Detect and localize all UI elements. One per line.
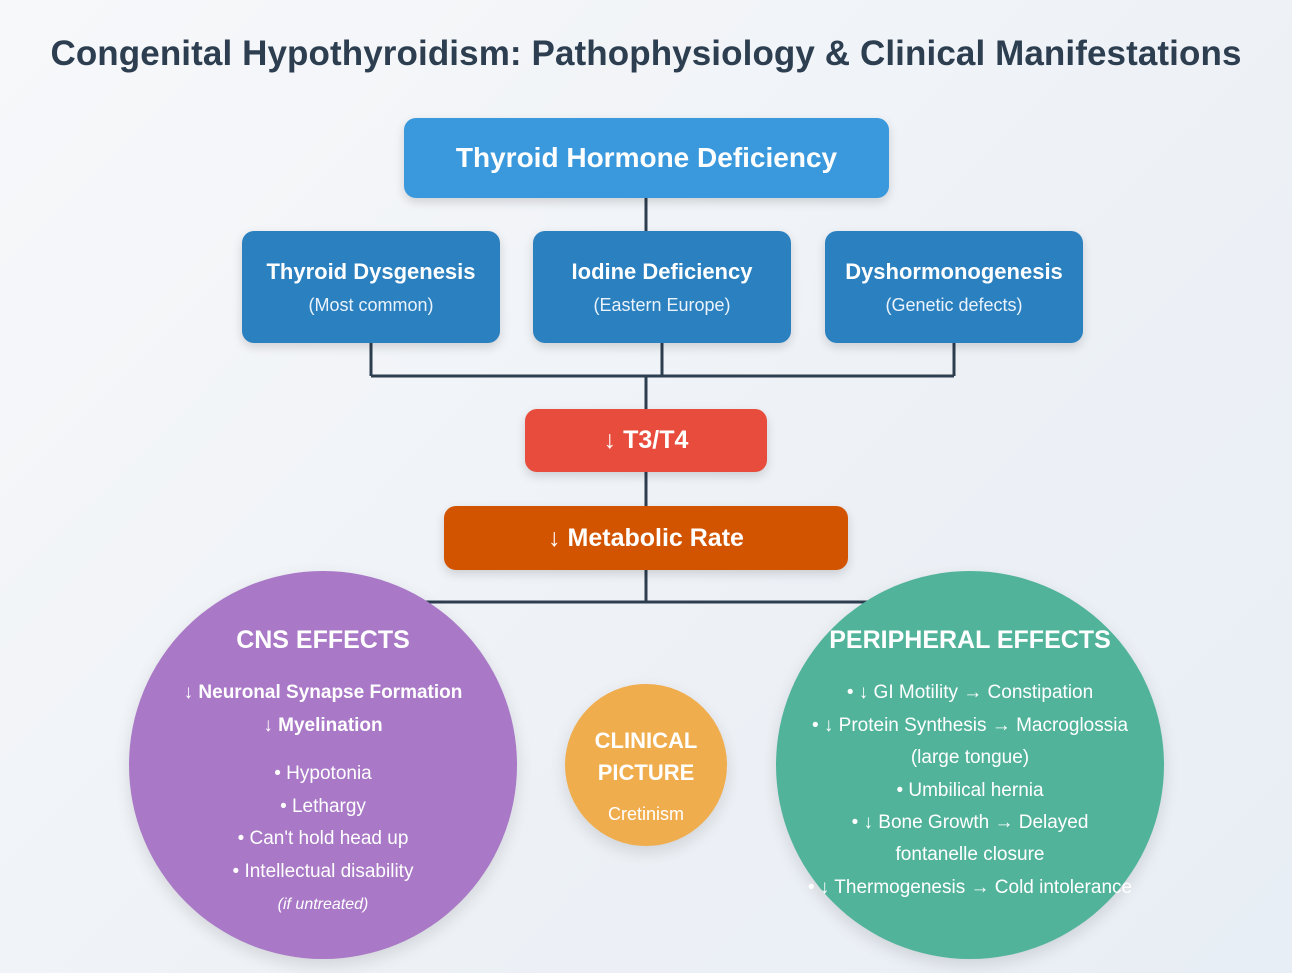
- peripheral-line: fontanelle closure: [895, 844, 1045, 865]
- cns-bold-line: ↓ Myelination: [263, 715, 383, 736]
- cause-name: Iodine Deficiency: [571, 258, 753, 284]
- t3-t4-label: ↓ T3/T4: [603, 426, 689, 454]
- root-label: Thyroid Hormone Deficiency: [455, 142, 838, 173]
- clinical-picture-circle: CLINICAL PICTURE Cretinism: [565, 684, 727, 846]
- peripheral-line: • ↓ GI Motility → Constipation: [846, 682, 1094, 703]
- metabolic-rate-box: ↓ Metabolic Rate: [444, 506, 848, 570]
- peripheral-line: (large tongue): [910, 747, 1030, 768]
- cause-note: (Eastern Europe): [593, 294, 731, 315]
- cause-note: (Genetic defects): [885, 294, 1023, 315]
- peripheral-heading: PERIPHERAL EFFECTS: [829, 626, 1111, 654]
- cns-bold-line: ↓ Neuronal Synapse Formation: [183, 682, 463, 703]
- cns-heading: CNS EFFECTS: [236, 626, 410, 654]
- cause-box-dyshormonogenesis: Dyshormonogenesis (Genetic defects): [825, 231, 1083, 343]
- clinical-heading-line1: CLINICAL: [594, 728, 698, 753]
- cause-note: (Most common): [308, 294, 434, 315]
- thyroid-hormone-deficiency-box: Thyroid Hormone Deficiency: [404, 118, 889, 198]
- page-title: Congenital Hypothyroidism: Pathophysiolo…: [50, 34, 1242, 73]
- metabolic-label: ↓ Metabolic Rate: [548, 523, 744, 552]
- clinical-heading-line2: PICTURE: [597, 760, 695, 785]
- cause-name: Dyshormonogenesis: [845, 258, 1063, 284]
- cns-effects-circle: CNS EFFECTS ↓ Neuronal Synapse Formation…: [129, 571, 517, 959]
- cause-box-iodine-deficiency: Iodine Deficiency (Eastern Europe): [533, 231, 791, 343]
- peripheral-line: • Umbilical hernia: [896, 780, 1044, 801]
- cns-bullet: • Lethargy: [280, 796, 366, 817]
- peripheral-line: • ↓ Bone Growth → Delayed: [851, 812, 1089, 833]
- cause-box-thyroid-dysgenesis: Thyroid Dysgenesis (Most common): [242, 231, 500, 343]
- peripheral-line: • ↓ Thermogenesis → Cold intolerance: [807, 877, 1133, 898]
- cause-name: Thyroid Dysgenesis: [266, 258, 476, 284]
- cns-note: (if untreated): [277, 896, 369, 913]
- peripheral-line: • ↓ Protein Synthesis → Macroglossia: [811, 715, 1129, 736]
- cns-bullet: • Can't hold head up: [237, 828, 409, 849]
- t3-t4-box: ↓ T3/T4: [525, 409, 767, 472]
- cns-bullet: • Hypotonia: [274, 763, 372, 784]
- clinical-subtitle: Cretinism: [607, 804, 684, 824]
- peripheral-effects-circle: PERIPHERAL EFFECTS • ↓ GI Motility → Con…: [776, 571, 1164, 959]
- cns-bullet: • Intellectual disability: [232, 861, 414, 882]
